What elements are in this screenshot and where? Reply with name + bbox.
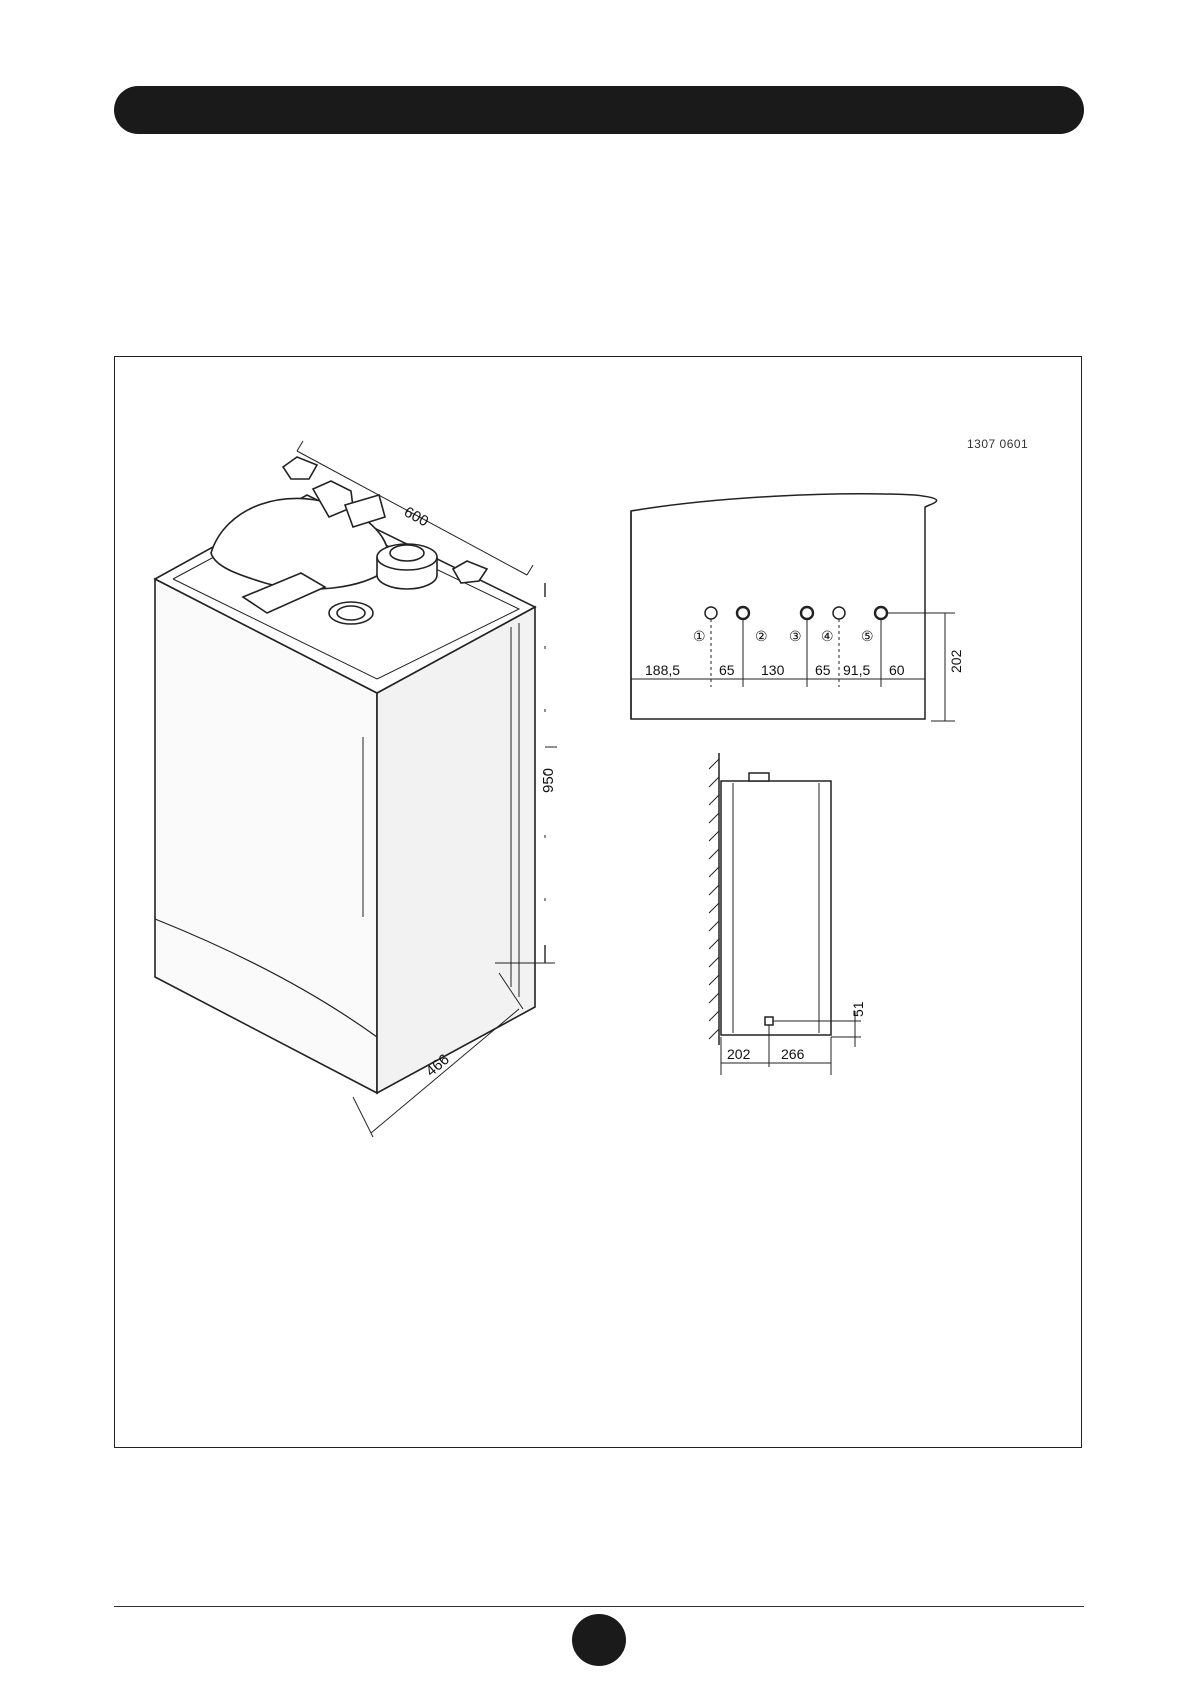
spacing-label: 65: [719, 662, 735, 678]
side-depth-label: 266: [781, 1046, 805, 1062]
isometric-view: [155, 441, 557, 1137]
connection-4-label: ④: [821, 628, 834, 644]
footer-rule: [114, 1606, 1084, 1607]
connection-5-label: ⑤: [861, 628, 874, 644]
connection-1-label: ①: [693, 628, 706, 644]
wall-distance-label: 202: [727, 1046, 751, 1062]
section-header-bar: [114, 86, 1084, 134]
side-view: [709, 753, 861, 1075]
connection-3-label: ③: [789, 628, 802, 644]
spacing-label: 65: [815, 662, 831, 678]
bottom-depth-label: 202: [948, 649, 964, 673]
side-height-label: 51: [850, 1001, 866, 1017]
page-number-badge: [572, 1614, 626, 1666]
bottom-view: [631, 494, 955, 721]
dimension-drawings: 600 950 466 ①: [115, 357, 1081, 1447]
width-dimension-label: 600: [401, 504, 431, 531]
spacing-label: 60: [889, 662, 905, 678]
spacing-label: 130: [761, 662, 785, 678]
spacing-label: 188,5: [645, 662, 680, 678]
connection-2-label: ②: [755, 628, 768, 644]
spacing-label: 91,5: [843, 662, 870, 678]
height-dimension-label: 950: [540, 768, 557, 793]
dimensions-figure: 1307 0601: [114, 356, 1082, 1448]
